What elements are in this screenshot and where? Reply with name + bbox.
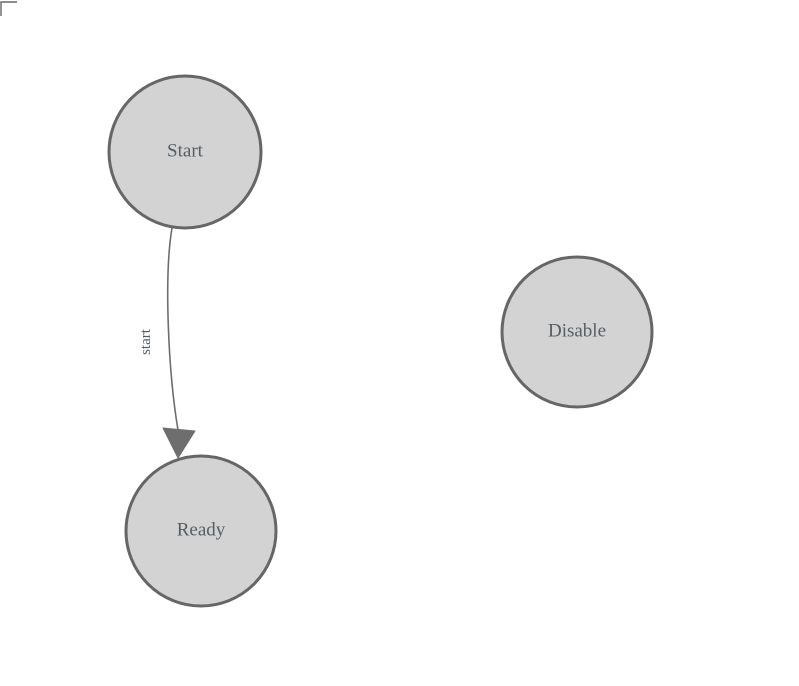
- node-disable-label: Disable: [548, 320, 606, 341]
- node-disable-circle: [500, 255, 654, 409]
- edge-label-start: start: [138, 328, 154, 355]
- node-start-label: Start: [167, 140, 204, 161]
- node-ready-label: Ready: [177, 519, 226, 540]
- edge-start-to-ready[interactable]: start: [138, 227, 196, 459]
- node-start-circle: [107, 74, 263, 230]
- arrowhead-icon: [162, 427, 196, 459]
- node-start[interactable]: Start: [107, 74, 263, 230]
- node-disable[interactable]: Disable: [500, 255, 654, 409]
- node-ready-circle: [124, 454, 278, 608]
- crop-corner-icon: [0, 1, 17, 16]
- edge-line: [166, 227, 179, 431]
- node-ready[interactable]: Ready: [124, 454, 278, 608]
